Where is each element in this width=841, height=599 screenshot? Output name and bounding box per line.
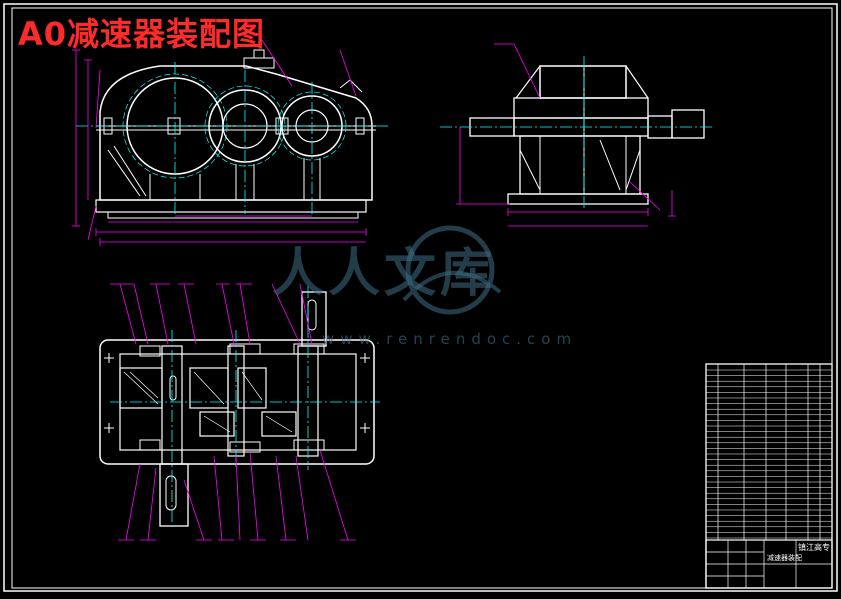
title-block-school: 镇江高专	[798, 543, 830, 552]
watermark-logo	[402, 225, 502, 315]
outer-frame	[3, 3, 838, 592]
top-view	[99, 283, 380, 541]
drawing-title: A0减速器装配图	[18, 15, 266, 53]
watermark-text: 人人文库	[272, 243, 497, 304]
inner-frame	[11, 7, 833, 589]
front-view	[72, 39, 390, 246]
title-block-drawing-name: 减速器装配	[767, 554, 802, 562]
side-view	[440, 43, 712, 227]
parts-list-table	[705, 363, 833, 589]
watermark-url: www.renrendoc.com	[322, 330, 578, 348]
